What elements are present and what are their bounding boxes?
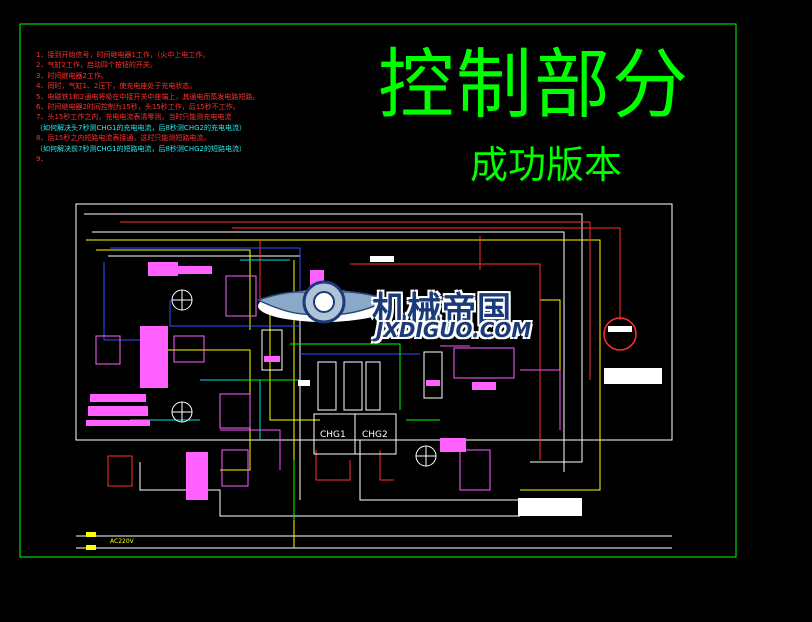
watermark-cn: 机械帝国: [372, 290, 512, 330]
note-line: 2、气缸2工作，启动四个按钮的开关。: [36, 61, 157, 70]
page-subtitle: 成功版本: [470, 143, 623, 187]
note-line: 7、头15秒工作之内，充电电流表清零测，当时只能测充电电流: [36, 113, 232, 122]
note-line: 3、时间继电器2工作。: [36, 71, 108, 80]
component-blocks: [86, 256, 662, 516]
wires-magenta: [220, 345, 561, 470]
schematic-border: [75, 203, 673, 441]
motor-symbol: [603, 317, 637, 351]
fan-symbols: [171, 289, 437, 467]
note-line: （如何解决前7秒测CHG1的短路电流，后8秒测CHG2的短路电流）: [36, 144, 246, 153]
watermark-emblem: [255, 280, 393, 324]
chg2-label: CHG2: [362, 430, 388, 440]
drawing-frame: [19, 23, 737, 558]
wires-blue: [103, 247, 420, 355]
wires-red: [120, 221, 621, 481]
bus-label: AC220V: [110, 538, 134, 545]
wires-green: [240, 343, 440, 520]
chg1-label: CHG1: [320, 430, 346, 440]
note-line: 6、时间继电器2时间控制为15秒，头15秒工作，后15秒不工作。: [36, 103, 240, 111]
note-line: 5、电磁铁1和2通电将吸在中接开关中座端上，其通电而蒸发电路短路。: [36, 92, 260, 101]
note-line: 1、接到开始信号，时间继电器1工作，（火中上电工作。: [36, 51, 210, 59]
note-line: （如何解决头7秒测CHG1的充电电流，后8秒测CHG2的充电电流）: [36, 123, 246, 132]
note-line: 8、后15秒之内短路电流表接通，这时只能测短路电流。: [36, 134, 211, 143]
watermark-en: JXDIGUO.COM: [376, 318, 532, 342]
note-line: 9、: [36, 155, 48, 163]
page-title: 控制部分: [378, 40, 690, 129]
note-line: 4、同时，气缸1、2压下，使充电座处于充电状态。: [36, 82, 197, 91]
